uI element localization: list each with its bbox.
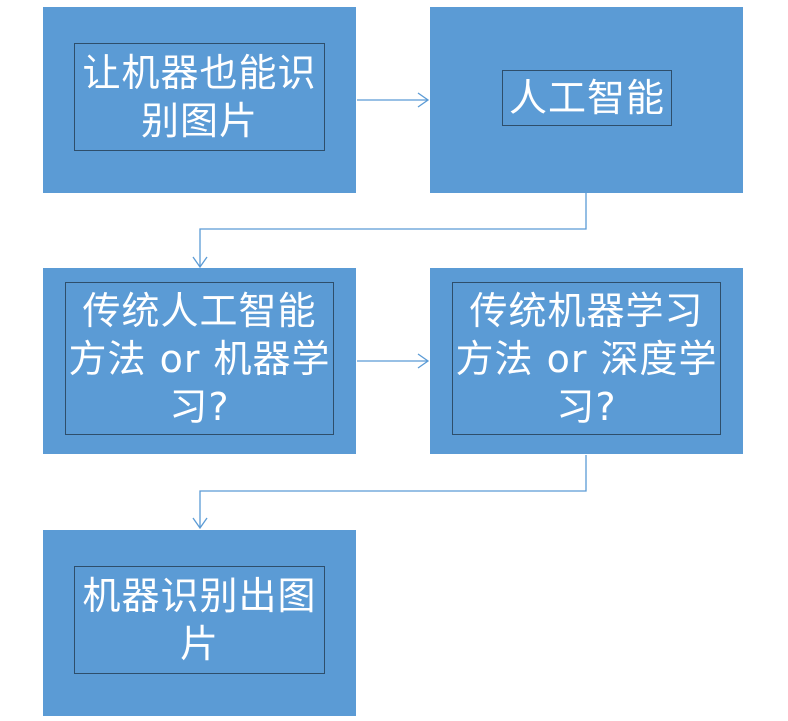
flow-node-ai: 人工智能 (430, 7, 743, 193)
flow-node-traditional-ml-or-dl: 传统机器学习 方法 or 深度学 习? (430, 268, 743, 454)
flow-node-label: 人工智能 (502, 70, 672, 126)
flow-node-traditional-ai-or-ml: 传统人工智能 方法 or 机器学 习? (43, 268, 356, 454)
edge-n1-n2 (357, 92, 430, 108)
flow-node-label: 机器识别出图 片 (74, 566, 325, 674)
edge-n4-n5 (192, 455, 587, 530)
flow-node-label: 传统人工智能 方法 or 机器学 习? (65, 282, 334, 435)
edge-n2-n3 (192, 193, 587, 269)
flow-node-label: 让机器也能识 别图片 (74, 43, 325, 151)
flow-node-label: 传统机器学习 方法 or 深度学 习? (452, 282, 721, 435)
flow-node-end: 机器识别出图 片 (43, 530, 356, 716)
flow-node-start: 让机器也能识 别图片 (43, 7, 356, 193)
edge-n3-n4 (357, 353, 430, 369)
